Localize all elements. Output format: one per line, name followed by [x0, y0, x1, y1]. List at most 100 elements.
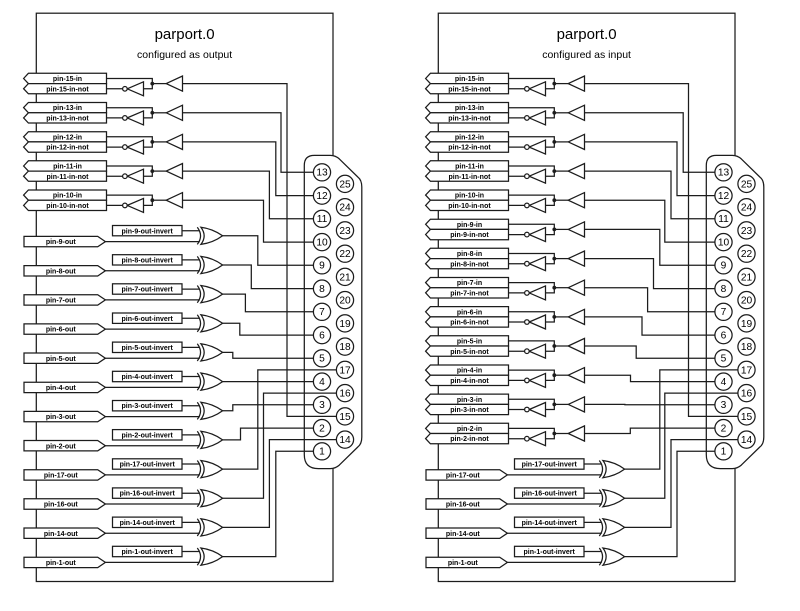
svg-text:pin-14-out-invert: pin-14-out-invert	[522, 520, 578, 527]
svg-text:pin-12-in-not: pin-12-in-not	[448, 145, 491, 152]
svg-text:pin-16-out: pin-16-out	[446, 502, 480, 509]
svg-text:pin-2-out: pin-2-out	[46, 443, 77, 450]
svg-text:pin-15-in-not: pin-15-in-not	[46, 86, 89, 93]
svg-text:pin-3-in: pin-3-in	[457, 397, 482, 404]
svg-text:pin-4-in-not: pin-4-in-not	[450, 378, 489, 385]
svg-text:16: 16	[339, 389, 351, 400]
svg-text:pin-14-out: pin-14-out	[44, 531, 78, 538]
svg-text:pin-8-out: pin-8-out	[46, 268, 77, 275]
svg-text:pin-16-out-invert: pin-16-out-invert	[120, 491, 176, 498]
svg-text:22: 22	[741, 249, 753, 260]
svg-text:21: 21	[339, 272, 351, 283]
svg-text:pin-13-in-not: pin-13-in-not	[448, 116, 491, 123]
svg-text:pin-17-out-invert: pin-17-out-invert	[120, 462, 176, 469]
svg-text:pin-13-in: pin-13-in	[455, 105, 484, 112]
svg-text:pin-11-in: pin-11-in	[53, 164, 82, 171]
svg-text:25: 25	[339, 179, 351, 190]
svg-text:pin-6-in-not: pin-6-in-not	[450, 320, 489, 327]
svg-text:pin-6-out: pin-6-out	[46, 327, 77, 334]
svg-text:pin-17-out: pin-17-out	[44, 473, 78, 480]
svg-text:pin-3-out: pin-3-out	[46, 414, 77, 421]
svg-text:pin-8-in-not: pin-8-in-not	[450, 261, 489, 268]
svg-text:pin-5-in: pin-5-in	[457, 339, 482, 346]
svg-text:pin-12-in: pin-12-in	[53, 134, 82, 141]
svg-text:9: 9	[319, 261, 325, 272]
svg-text:pin-15-in: pin-15-in	[455, 76, 484, 83]
svg-text:pin-9-in: pin-9-in	[457, 222, 482, 229]
svg-text:22: 22	[339, 249, 351, 260]
svg-text:pin-4-out-invert: pin-4-out-invert	[122, 374, 174, 381]
svg-text:10: 10	[718, 238, 730, 249]
svg-text:pin-10-in: pin-10-in	[53, 193, 82, 200]
svg-text:configured as input: configured as input	[542, 49, 631, 61]
svg-text:configured as output: configured as output	[137, 49, 232, 61]
svg-text:pin-7-in-not: pin-7-in-not	[450, 290, 489, 297]
svg-text:pin-17-out: pin-17-out	[446, 473, 480, 480]
svg-text:pin-12-in: pin-12-in	[455, 134, 484, 141]
svg-text:15: 15	[339, 412, 351, 423]
svg-text:11: 11	[317, 214, 328, 225]
svg-text:pin-11-in-not: pin-11-in-not	[47, 174, 90, 181]
svg-text:21: 21	[741, 272, 753, 283]
svg-text:pin-17-out-invert: pin-17-out-invert	[522, 462, 578, 469]
svg-text:13: 13	[718, 168, 730, 179]
svg-text:19: 19	[339, 319, 351, 330]
svg-text:pin-3-out-invert: pin-3-out-invert	[122, 403, 174, 410]
svg-text:pin-9-in-not: pin-9-in-not	[450, 232, 489, 239]
svg-text:24: 24	[741, 203, 753, 214]
svg-text:pin-4-out: pin-4-out	[46, 385, 77, 392]
svg-text:pin-15-in-not: pin-15-in-not	[448, 86, 491, 93]
svg-text:pin-11-in: pin-11-in	[455, 164, 484, 171]
svg-text:pin-1-out: pin-1-out	[448, 560, 479, 567]
svg-text:parport.0: parport.0	[155, 26, 215, 43]
svg-text:pin-12-in-not: pin-12-in-not	[46, 145, 89, 152]
svg-text:pin-7-in: pin-7-in	[457, 280, 482, 287]
svg-text:7: 7	[721, 307, 727, 318]
svg-text:pin-16-out-invert: pin-16-out-invert	[522, 491, 578, 498]
svg-text:5: 5	[319, 354, 325, 365]
svg-text:pin-3-in-not: pin-3-in-not	[450, 407, 489, 414]
svg-text:18: 18	[339, 342, 351, 353]
svg-text:16: 16	[741, 389, 753, 400]
svg-text:1: 1	[721, 447, 727, 458]
svg-text:pin-1-out-invert: pin-1-out-invert	[122, 549, 174, 556]
svg-text:5: 5	[721, 354, 727, 365]
svg-text:8: 8	[721, 284, 727, 295]
svg-text:pin-2-in: pin-2-in	[457, 426, 482, 433]
svg-text:14: 14	[339, 435, 351, 446]
svg-text:pin-5-out-invert: pin-5-out-invert	[122, 345, 174, 352]
svg-text:parport.0: parport.0	[557, 26, 617, 43]
svg-text:pin-10-in-not: pin-10-in-not	[46, 203, 89, 210]
svg-text:7: 7	[319, 307, 325, 318]
svg-text:pin-2-out-invert: pin-2-out-invert	[122, 432, 174, 439]
svg-text:pin-5-in-not: pin-5-in-not	[450, 349, 489, 356]
svg-text:20: 20	[741, 296, 753, 307]
svg-text:14: 14	[741, 435, 753, 446]
svg-text:17: 17	[339, 365, 351, 376]
svg-text:pin-8-out-invert: pin-8-out-invert	[122, 257, 174, 264]
svg-text:pin-10-in-not: pin-10-in-not	[448, 203, 491, 210]
svg-text:11: 11	[718, 214, 729, 225]
svg-text:9: 9	[721, 261, 727, 272]
svg-text:pin-9-out-invert: pin-9-out-invert	[122, 228, 174, 235]
svg-text:pin-6-out-invert: pin-6-out-invert	[122, 316, 174, 323]
svg-text:2: 2	[721, 423, 727, 434]
svg-text:pin-16-out: pin-16-out	[44, 502, 78, 509]
svg-text:pin-13-in-not: pin-13-in-not	[46, 116, 89, 123]
svg-text:pin-11-in-not: pin-11-in-not	[449, 174, 492, 181]
svg-text:1: 1	[319, 447, 325, 458]
svg-text:pin-1-out: pin-1-out	[46, 560, 77, 567]
svg-text:pin-6-in: pin-6-in	[457, 309, 482, 316]
svg-text:pin-14-out: pin-14-out	[446, 531, 480, 538]
svg-text:pin-4-in: pin-4-in	[457, 368, 482, 375]
svg-text:17: 17	[741, 365, 753, 376]
svg-text:pin-15-in: pin-15-in	[53, 76, 82, 83]
svg-text:25: 25	[741, 179, 753, 190]
svg-text:pin-7-out-invert: pin-7-out-invert	[122, 287, 174, 294]
svg-text:6: 6	[319, 330, 325, 341]
svg-text:2: 2	[319, 423, 325, 434]
svg-text:pin-7-out: pin-7-out	[46, 298, 77, 305]
svg-text:pin-5-out: pin-5-out	[46, 356, 77, 363]
svg-text:pin-14-out-invert: pin-14-out-invert	[120, 520, 176, 527]
svg-text:20: 20	[339, 296, 351, 307]
